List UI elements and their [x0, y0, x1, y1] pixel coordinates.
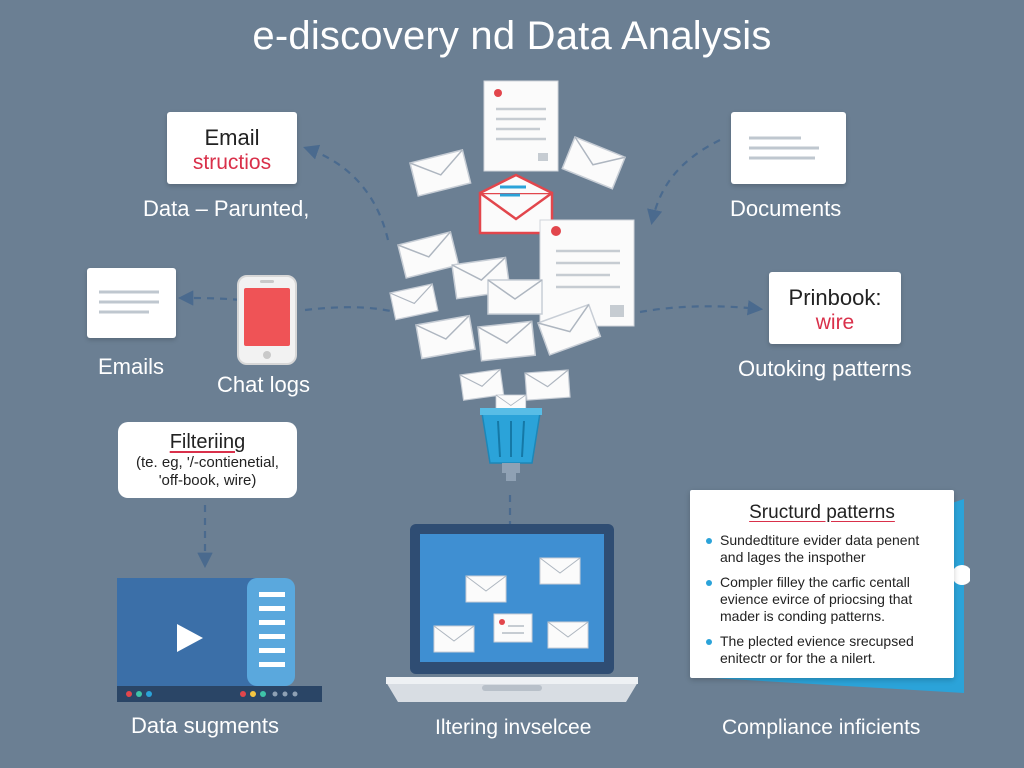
arrow-chat-to-stack	[304, 306, 396, 314]
bullet-dot-icon	[706, 538, 712, 544]
panel-title: Sructurd patterns	[749, 502, 895, 523]
laptop-illustration	[386, 524, 638, 702]
arrow-to-documents	[647, 139, 721, 226]
arrow-to-prinbook	[639, 300, 764, 316]
document-lines-icon	[749, 136, 819, 160]
panel-bullet: Sundedtiture evider data penent and lage…	[706, 532, 940, 566]
page-title: e-discovery nd Data Analysis	[252, 14, 772, 58]
email-stack-illustration	[389, 80, 635, 481]
caption-compliance-inficients: Compliance inficients	[722, 716, 921, 739]
caption-data-parunted: Data – Parunted,	[143, 196, 310, 221]
documents-card	[731, 112, 846, 184]
filtering-title: Filteriing	[169, 431, 246, 453]
document-lines-icon	[99, 290, 159, 314]
card-title: Email	[204, 125, 260, 150]
document-icon-top	[483, 80, 559, 172]
video-player-illustration	[117, 578, 322, 702]
prinbook-card: Prinbook: wire	[769, 272, 901, 344]
caption-documents: Documents	[730, 196, 842, 221]
caption-chat-logs: Chat logs	[217, 372, 310, 397]
structured-patterns-panel: Sructurd patterns Sundedtiture evider da…	[690, 490, 954, 678]
smartphone-icon	[237, 275, 297, 365]
panel-bullet: The plected evience srecupsed enitectr o…	[706, 633, 940, 667]
caption-outoking-patterns: Outoking patterns	[738, 356, 912, 381]
arrow-to-emails	[177, 290, 241, 306]
card-title: Prinbook:	[788, 285, 882, 310]
bullet-dot-icon	[706, 639, 712, 645]
filtering-box: Filteriing (te. eg, '/-contienetial, 'of…	[118, 422, 297, 498]
bullet-text: and lages the inspother	[720, 549, 866, 565]
funnel-bin-icon	[480, 408, 542, 481]
envelope-icons	[433, 557, 589, 653]
bullet-text: evience evirce of priocsing that	[720, 591, 913, 607]
bullet-text: The plected evience srecupsed	[720, 633, 914, 649]
emails-card	[87, 268, 176, 338]
filtering-line: 'off-book, wire)	[158, 472, 257, 489]
card-subtitle: structios	[192, 151, 272, 174]
bullet-text: enitectr or for the a nilert.	[720, 650, 876, 666]
arrow-to-email-card	[303, 144, 390, 241]
caption-data-sugments: Data sugments	[131, 713, 279, 738]
caption-emails: Emails	[98, 354, 165, 379]
bullet-dot-icon	[706, 580, 712, 586]
play-icon	[177, 624, 203, 652]
bullet-text: Compler filley the carfic centall	[720, 574, 910, 590]
panel-bullet: Compler filley the carfic centall evienc…	[706, 574, 940, 625]
filtering-line: (te. eg, '/-contienetial,	[136, 454, 279, 471]
email-structions-card: Email structios	[167, 112, 297, 184]
bullet-text: Sundedtiture evider data penent	[720, 532, 920, 548]
caption-iltering-invselcee: Iltering invselcee	[435, 716, 592, 739]
card-subtitle: wire	[815, 311, 855, 334]
bullet-text: mader is conding patterns.	[720, 608, 885, 624]
